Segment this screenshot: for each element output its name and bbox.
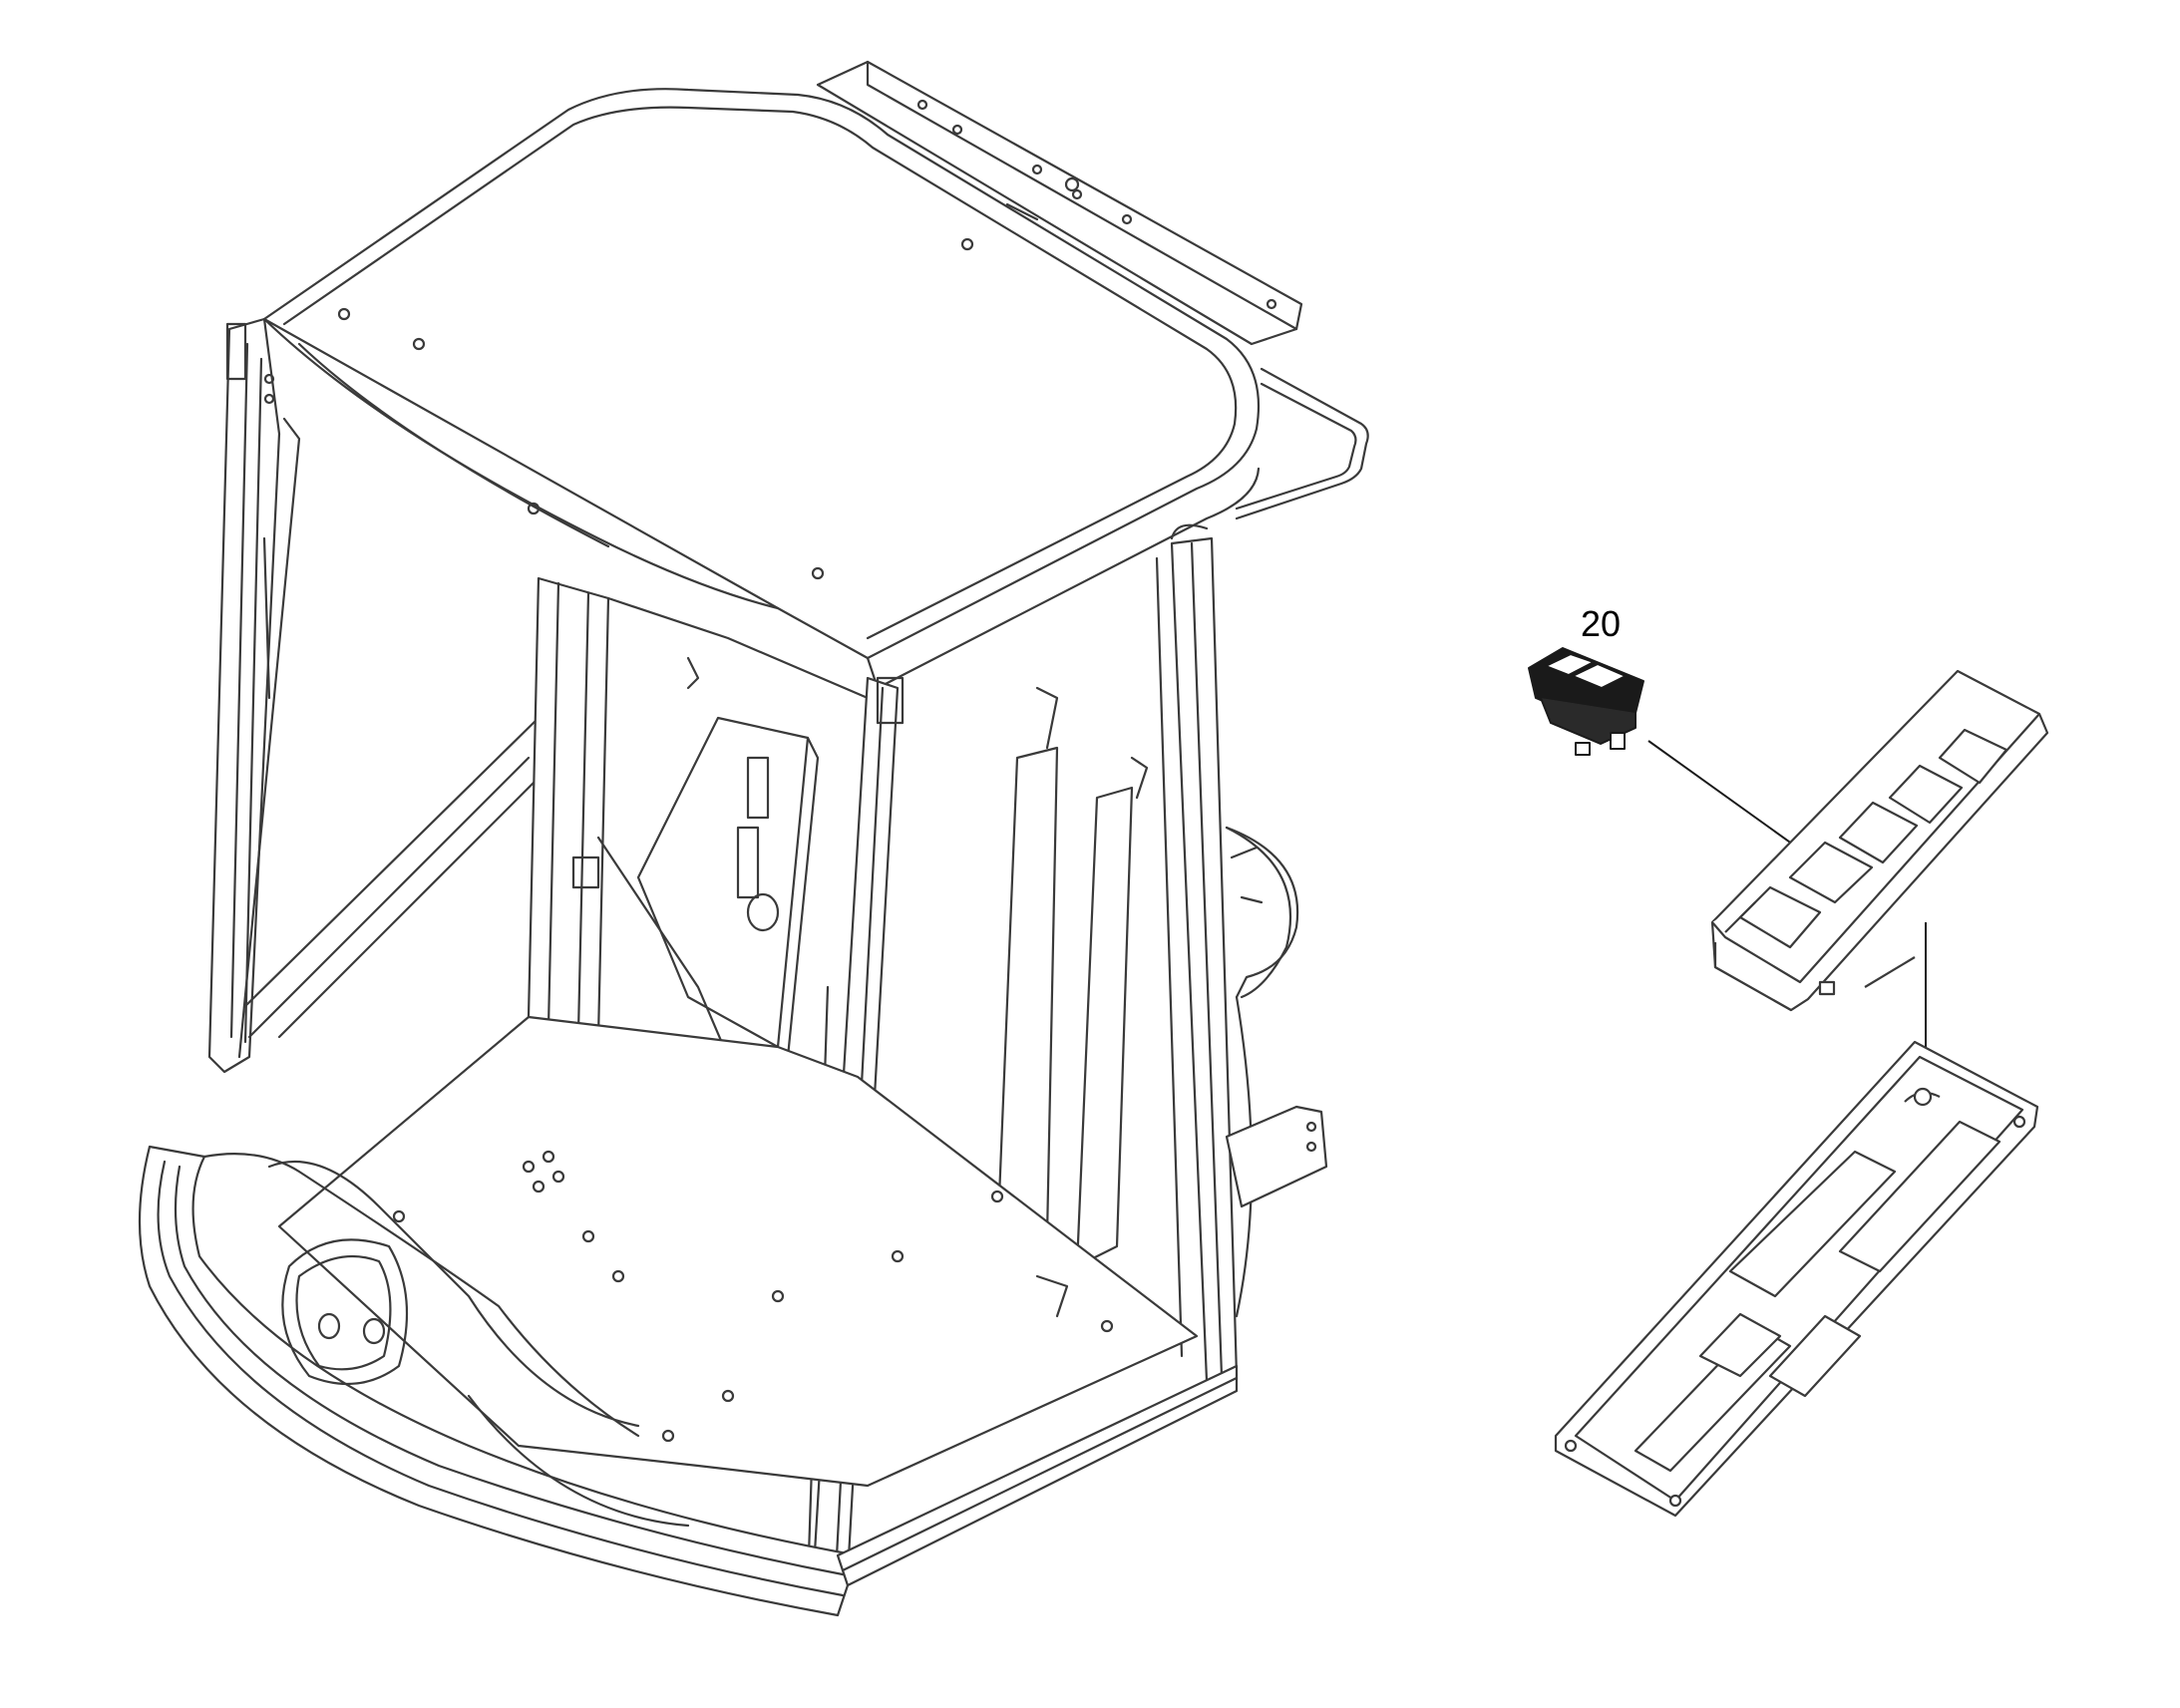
left-side-frame — [237, 417, 541, 1059]
base-mounting-plate — [1554, 1040, 2039, 1518]
rear-storage-bin — [1225, 826, 1299, 999]
roof-panel — [262, 88, 1261, 690]
left-rear-pillar — [207, 317, 281, 1074]
front-sill — [836, 1364, 1239, 1587]
rocker-switch — [1528, 647, 1644, 756]
right-rear-pillar — [1155, 523, 1239, 1383]
side-handrail — [1235, 367, 1369, 520]
side-mounting-bracket — [1225, 1105, 1328, 1208]
switch-panel-holder — [1710, 669, 2049, 1012]
cab-assembly — [138, 60, 1369, 1617]
callout-label-20: 20 — [1581, 603, 1622, 644]
floor-plate — [277, 1015, 1199, 1488]
front-cowl — [138, 1145, 860, 1617]
center-console — [596, 716, 820, 1059]
rear-mounting-plate — [816, 60, 1303, 346]
